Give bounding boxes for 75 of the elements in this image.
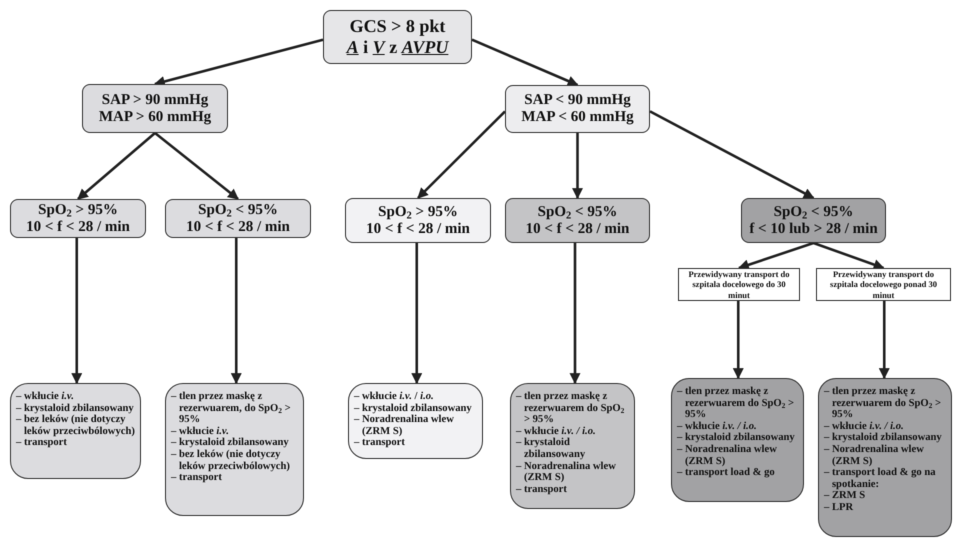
node-text: SpO$_{2}$ > 95%	[38, 202, 118, 218]
arrow	[732, 301, 744, 380]
decision-box	[82, 84, 228, 133]
node-text: MAP > 60 mmHg	[98, 108, 212, 126]
node-text: 10 < f < 28 / min	[526, 220, 630, 238]
node-text: – krystaloid zbilansowany	[824, 432, 943, 444]
note-box	[816, 268, 951, 301]
node-text: – LPR	[824, 502, 854, 514]
node-text: 10 < f < 28 / min	[186, 218, 290, 236]
arrow	[738, 242, 814, 270]
node-text: – wkłucie i.v. / i.o.	[516, 426, 597, 438]
node-text: Przewidywany transport do szpitala docelowego do 30 minut	[687, 268, 791, 300]
arrow	[878, 301, 890, 380]
arrow	[71, 238, 82, 384]
node-text: 10 < f < 28 / min	[26, 218, 130, 236]
node-text: – Noradrenalina wlew (ZRM S)	[516, 460, 617, 484]
arrow	[813, 242, 885, 270]
node-text: – Noradrenalina wlew (ZRM S)	[354, 414, 455, 438]
decision-box	[10, 199, 146, 238]
node-text: – ZRM S	[824, 490, 866, 502]
decision-box	[741, 198, 886, 243]
node-text: – transport	[516, 484, 568, 496]
node-text: – transport load & go	[677, 467, 776, 479]
node-text: A i V z AVPU	[346, 37, 448, 58]
arrow	[649, 110, 814, 200]
node-text: – bez leków (nie dotyczy leków przeciwbólowych)	[171, 448, 291, 472]
node-text: SpO$_{2}$ < 95%	[774, 204, 854, 220]
node-text: – krystaloid zbilansowany	[16, 402, 135, 414]
decision-box	[165, 199, 311, 238]
arrow	[154, 132, 239, 200]
node-text: Przewidywany transport do szpitala docelowego ponad 30 minut	[829, 268, 938, 300]
node-text: SAP < 90 mmHg	[524, 92, 631, 109]
node-text: GCS > 8 pkt	[350, 16, 446, 37]
node-text: – krystaloid zbilansowany	[354, 402, 473, 414]
decision-box	[505, 198, 650, 243]
node-text: – Noradrenalina wlew (ZRM S)	[677, 444, 778, 468]
node-text: – wkłucie i.v.	[16, 391, 75, 403]
arrow	[411, 243, 422, 384]
arrow	[77, 132, 156, 200]
node-text: – krystaloid zbilansowany	[677, 432, 796, 444]
node-text: – wkłucie i.v. / i.o.	[354, 391, 435, 403]
action-box	[818, 378, 952, 537]
node-text: – transport	[16, 437, 68, 449]
node-text: SAP > 90 mmHg	[102, 92, 208, 108]
action-box	[671, 378, 804, 502]
arrow	[417, 110, 506, 199]
arrow	[471, 38, 578, 86]
action-box	[348, 383, 483, 459]
node-text: – transport	[171, 472, 223, 484]
node-text: MAP < 60 mmHg	[521, 109, 634, 126]
node-text: – wkłucie i.v. / i.o.	[677, 420, 758, 432]
note-box	[678, 268, 800, 301]
node-text: SpO$_{2}$ < 95%	[198, 202, 278, 218]
decision-box	[323, 10, 472, 64]
node-text: – krystaloid zbilansowany	[171, 437, 290, 449]
action-box	[165, 383, 304, 516]
node-text: – krystaloid zbilansowany	[516, 437, 586, 461]
arrow	[154, 38, 324, 87]
node-text: – transport load & go na spotkanie:	[824, 467, 937, 490]
arrow	[570, 243, 580, 384]
decision-box	[505, 85, 650, 133]
node-text: – transport	[354, 437, 406, 449]
node-text: – Noradrenalina wlew (ZRM S)	[824, 444, 925, 468]
arrow	[230, 238, 242, 384]
arrow	[572, 133, 583, 200]
node-text: SpO$_{2}$ < 95%	[538, 204, 618, 220]
node-text: – wkłucie i.v. / i.o.	[824, 420, 905, 432]
action-box	[10, 383, 141, 479]
decision-box	[345, 198, 491, 243]
action-box	[510, 383, 635, 509]
node-text: f < 10 lub > 28 / min	[749, 220, 878, 238]
node-text: – bez leków (nie dotyczy leków przeciwbólowych)	[16, 414, 136, 438]
node-text: – wkłucie i.v.	[171, 426, 230, 438]
node-text: SpO$_{2}$ > 95%	[378, 204, 458, 220]
node-text: 10 < f < 28 / min	[366, 220, 470, 238]
